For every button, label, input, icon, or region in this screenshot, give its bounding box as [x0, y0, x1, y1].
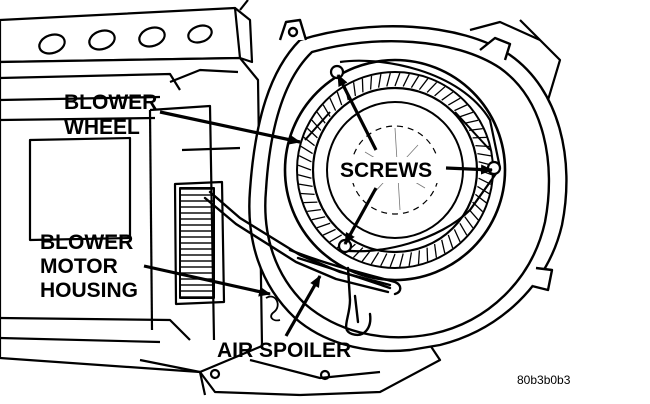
blower-wheel-blade	[426, 247, 429, 262]
blower-wheel-blade	[389, 253, 396, 268]
blower-wheel-blade	[361, 78, 364, 93]
blower-wheel-blade	[297, 174, 312, 179]
screws-label: SCREWS	[340, 159, 433, 182]
blower-wheel-blade	[477, 152, 492, 157]
blower-wheel-blade	[297, 164, 312, 171]
blower-wheel-blade	[316, 111, 326, 124]
blower-wheel-blade	[464, 216, 474, 229]
blower-wheel-blade	[329, 234, 343, 243]
blower-wheel-blade	[311, 119, 322, 131]
blower-wheel-blade	[418, 78, 429, 90]
screw-right	[486, 160, 502, 176]
blower-wheel-blade	[311, 216, 326, 221]
housing-edge-mark	[265, 295, 281, 322]
blower-wheel-blade	[307, 208, 321, 213]
blower-wheel-blade	[459, 222, 468, 236]
arrow-motor-housing	[143, 264, 271, 297]
blower-wheel-label-line1: BLOWER	[64, 91, 158, 114]
blower-wheel-blade	[464, 119, 479, 124]
blower-wheel-label-line2: WHEEL	[64, 116, 140, 139]
blower-wheel-blade	[386, 72, 391, 87]
arrow-screw-right	[445, 164, 493, 175]
blower-wheel-blade	[322, 104, 331, 118]
blower-wheel-blade	[352, 82, 357, 96]
blower-wheel-blade	[298, 155, 312, 163]
blower-motor-housing-label-line3: HOUSING	[40, 279, 139, 302]
blower-wheel-blade	[329, 97, 337, 111]
blower-wheel-blade	[402, 73, 410, 87]
blower-wheel-blade	[303, 201, 318, 204]
leader-arrows	[143, 74, 493, 337]
blower-wheel-blade	[399, 253, 404, 268]
blower-wheel-blade	[298, 183, 313, 188]
blower-wheel-blade	[370, 252, 380, 265]
blower-wheel-blade	[300, 145, 313, 155]
blower-wheel-blade	[447, 234, 454, 249]
blower-wheel-blade	[453, 229, 461, 243]
figure-code: 80b3b0b3	[517, 373, 571, 387]
blower-wheel-blade	[361, 250, 372, 262]
air-spoiler	[203, 190, 402, 337]
arrow-air-spoiler	[284, 275, 322, 337]
blower-wheel-blade	[410, 75, 420, 88]
duct-structure	[0, 0, 562, 397]
screws-label-backing	[336, 157, 440, 183]
blower-wheel-blade	[434, 86, 446, 97]
blower-wheel-blade	[441, 91, 454, 101]
blower-wheel-blade	[300, 192, 315, 196]
blower-wheel-blade	[441, 239, 446, 254]
blower-wheel-blade	[468, 209, 479, 221]
arrow-screw-top	[336, 74, 378, 151]
air-spoiler-label: AIR SPOILER	[217, 339, 352, 362]
blower-wheel-blade	[369, 75, 373, 90]
blower-wheel-blade	[322, 228, 336, 236]
blower-wheel-blade	[408, 252, 413, 267]
blower-motor-housing-label-line1: BLOWER	[40, 231, 134, 254]
blower-wheel-blade	[394, 72, 401, 87]
blower-wheel-blade	[459, 111, 474, 118]
blower-wheel-blade	[417, 250, 421, 265]
blower-wheel-blade	[336, 91, 343, 106]
blower-wheel-blade	[316, 222, 331, 229]
blower-wheel-blade	[454, 104, 468, 112]
arrow-screw-bottom	[343, 187, 378, 245]
blower-wheel-blade	[433, 244, 438, 258]
blower-motor-housing-label-line2: MOTOR	[40, 255, 118, 278]
blower-wheel-blade	[475, 193, 487, 204]
blower-wheel-blade	[380, 253, 388, 267]
blower-wheel-blade	[377, 73, 382, 88]
arrow-blower-wheel	[159, 110, 301, 145]
blower-wheel-blade	[447, 97, 461, 106]
blower-wheel-blade	[426, 81, 438, 93]
blower-wheel-blade	[352, 247, 364, 259]
